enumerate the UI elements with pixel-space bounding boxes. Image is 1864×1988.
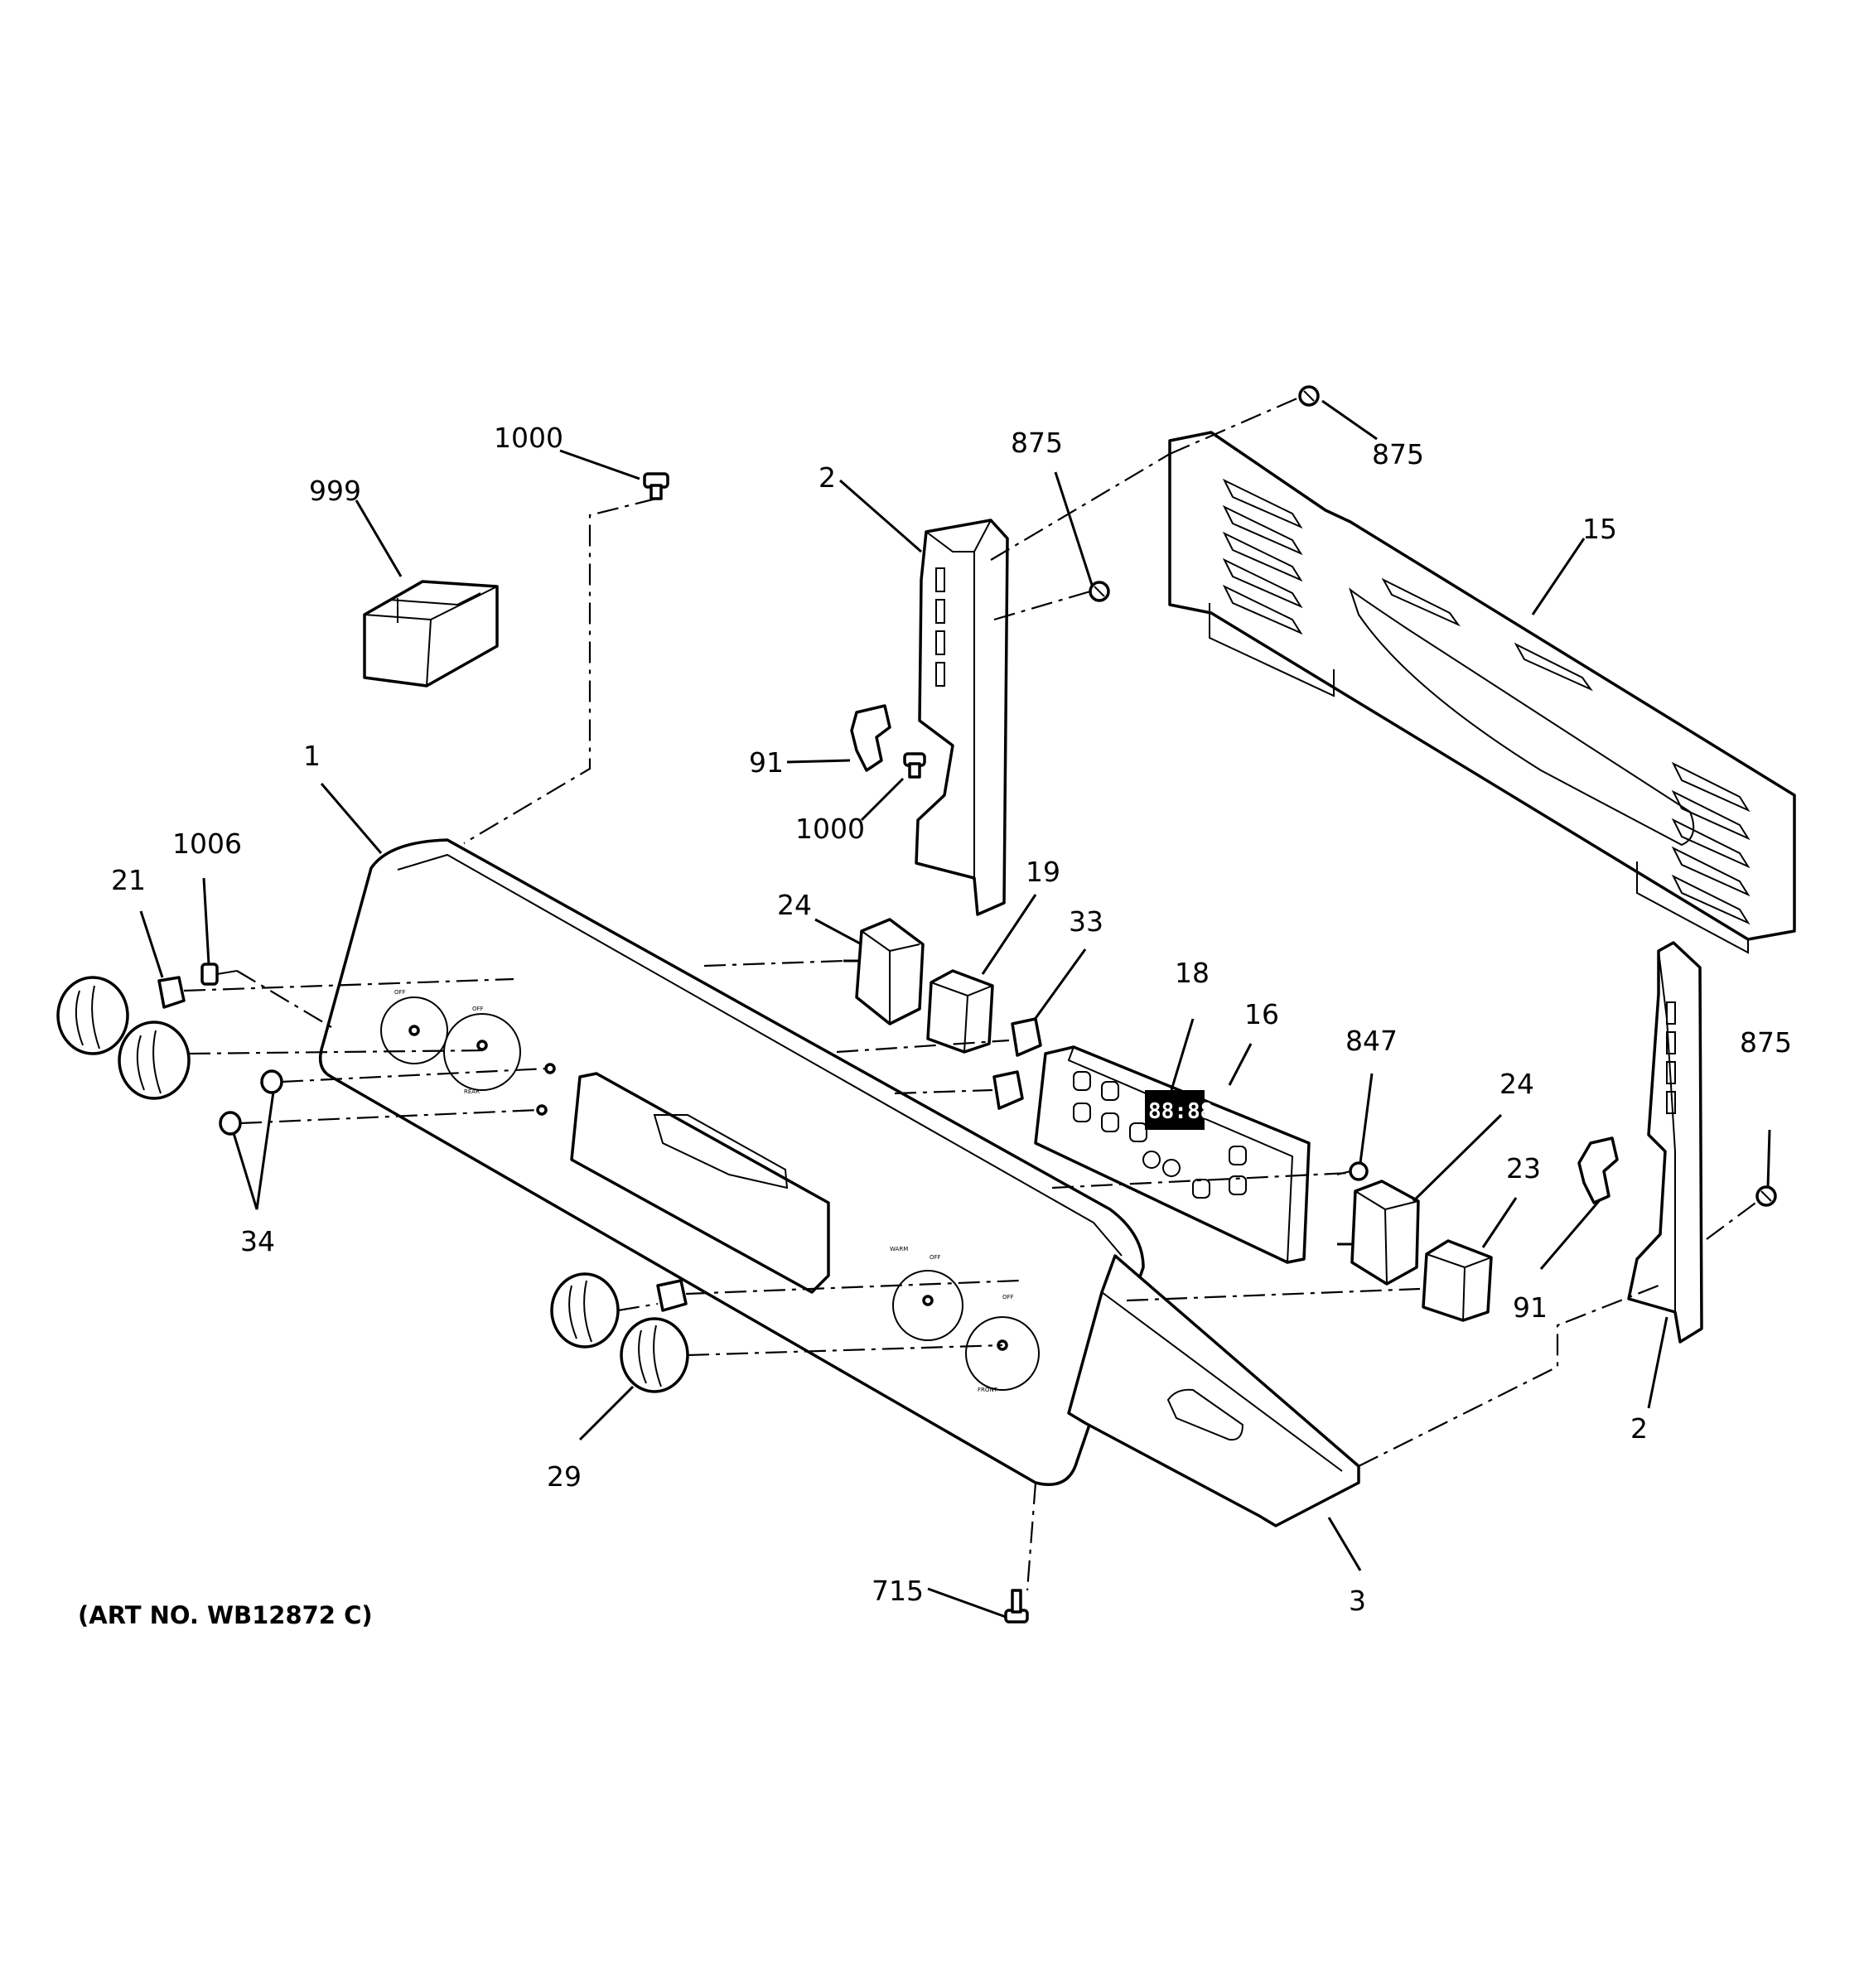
leader-lines (139, 399, 1771, 1619)
callout-labels: 999 1000 2 875 875 15 91 1000 1 1006 21 … (111, 422, 1792, 1617)
callout-24-left: 24 (777, 889, 812, 921)
assembly-lines (183, 396, 1759, 1591)
display-window: 88:88 (1145, 1090, 1213, 1130)
part-21-switch-left (157, 976, 186, 1009)
svg-text:REAR: REAR (464, 1088, 480, 1095)
svg-text:FRONT: FRONT (978, 1387, 998, 1393)
svg-text:OFF: OFF (930, 1254, 941, 1261)
callout-715: 715 (872, 1575, 924, 1607)
callout-29: 29 (547, 1460, 582, 1493)
part-33-switch-upper (1011, 1017, 1042, 1057)
knob-lower-2 (620, 1317, 689, 1393)
part-2-end-cap-left (915, 519, 1009, 916)
part-23-switch (1422, 1239, 1493, 1322)
part-21-switch-bottom (656, 1279, 688, 1312)
knob-lower-1 (550, 1272, 620, 1349)
svg-text:OFF: OFF (472, 1006, 484, 1012)
callout-24-right: 24 (1499, 1068, 1534, 1100)
callout-18: 18 (1175, 957, 1210, 989)
callout-2-top: 2 (819, 461, 836, 494)
knob-upper-left-1 (56, 976, 129, 1055)
callout-21: 21 (111, 864, 146, 896)
part-91-bracket-right (1577, 1136, 1619, 1204)
part-91-bracket-left (850, 704, 891, 772)
callout-91-left: 91 (749, 746, 784, 779)
callout-1000-mid: 1000 (795, 813, 865, 845)
screw-847 (1336, 1161, 1369, 1181)
screw-875-right (1755, 1185, 1777, 1207)
screw-1000-top (643, 472, 669, 500)
callout-2-right: 2 (1630, 1412, 1648, 1445)
part-34-light-lower (219, 1111, 242, 1136)
part-24-switch-left (843, 918, 925, 1025)
part-999-box (363, 580, 499, 688)
callout-16: 16 (1244, 998, 1279, 1030)
part-34-light-upper (260, 1069, 283, 1094)
part-24-switch-right (1337, 1180, 1420, 1286)
callout-1: 1 (303, 740, 321, 772)
display-digits: 88:88 (1148, 1099, 1213, 1124)
part-15-back-panel (1168, 431, 1796, 954)
screw-715 (1004, 1589, 1029, 1624)
art-number: (ART NO. WB12872 C) (78, 1601, 373, 1629)
knob-upper-left-2 (118, 1021, 191, 1100)
svg-text:OFF: OFF (394, 989, 406, 996)
svg-text:WARM: WARM (890, 1246, 908, 1252)
callout-847: 847 (1345, 1025, 1398, 1057)
callout-19: 19 (1026, 856, 1060, 888)
callout-999: 999 (309, 475, 361, 507)
screw-1000-mid (903, 752, 926, 779)
callout-875-mid: 875 (1011, 427, 1063, 459)
screw-1006 (200, 963, 238, 986)
screw-875-top (1298, 385, 1320, 407)
callout-33: 33 (1069, 905, 1103, 938)
part-19-switch (926, 969, 994, 1054)
callout-1006: 1006 (172, 828, 242, 860)
callout-34: 34 (240, 1225, 275, 1257)
callout-875-right: 875 (1740, 1026, 1792, 1059)
callout-91-right: 91 (1513, 1291, 1548, 1324)
screw-875-mid (1089, 581, 1110, 602)
part-2-end-cap-right (1627, 941, 1703, 1344)
part-1-control-panel: OFF OFF WARM OFF OFF REAR FRONT (318, 838, 1145, 1486)
callout-875-top: 875 (1372, 438, 1424, 470)
part-33-switch-lower (992, 1070, 1024, 1110)
callout-15: 15 (1582, 513, 1617, 545)
callout-1000-top: 1000 (494, 422, 563, 454)
part-16-control-board: 88:88 (1034, 1045, 1311, 1264)
callout-3: 3 (1349, 1585, 1366, 1617)
svg-text:OFF: OFF (1002, 1294, 1014, 1300)
part-3-trim-strip (1067, 1254, 1360, 1527)
callout-23: 23 (1506, 1152, 1541, 1185)
